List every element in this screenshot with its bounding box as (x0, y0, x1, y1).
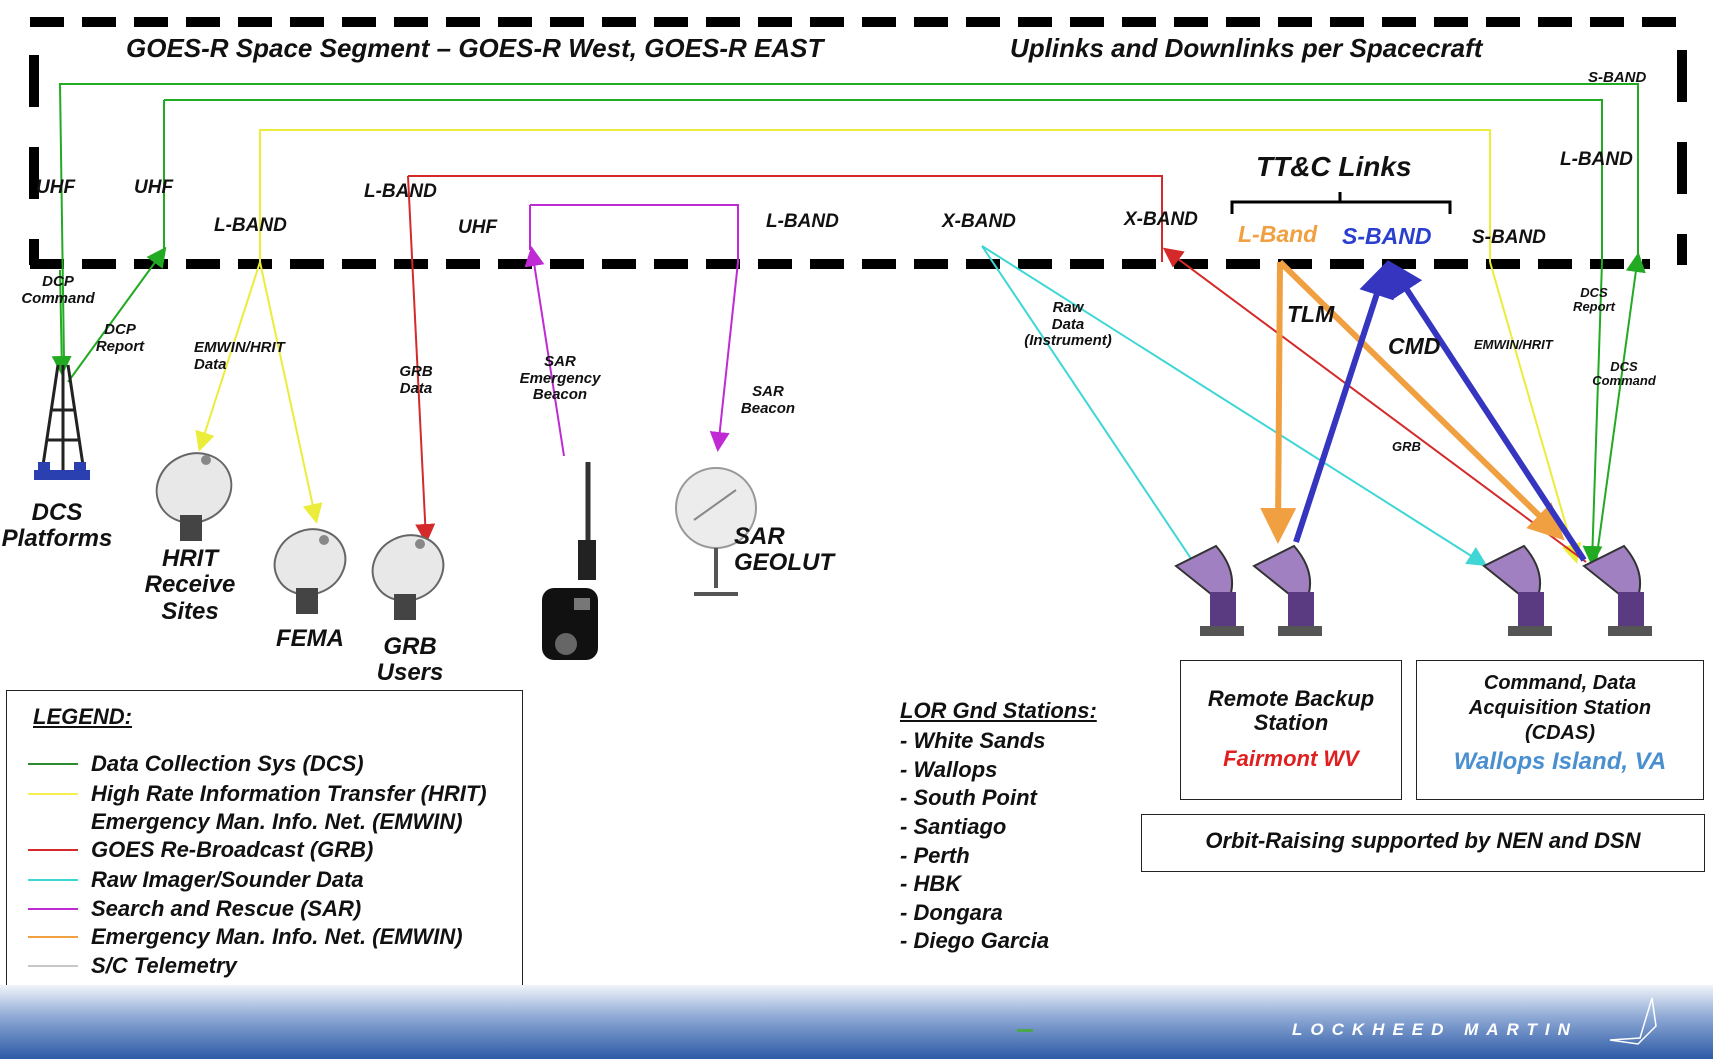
dcp-command-label: DCP Command (21, 273, 95, 307)
legend-label: GOES Re-Broadcast (GRB) (91, 837, 374, 862)
legend-label: Emergency Man. Info. Net. (EMWIN) (91, 809, 463, 834)
sar-beacon-label: SAR Beacon (740, 383, 796, 417)
cdas-title: Command, Data Acquisition Station (CDAS) (1468, 672, 1652, 744)
remote-backup-station-box: Remote Backup Station Fairmont WV (1180, 660, 1402, 800)
orbit-raising-box: Orbit-Raising supported by NEN and DSN (1141, 814, 1705, 872)
grb-dish-icon (371, 534, 445, 620)
uplinks-downlinks-title: Uplinks and Downlinks per Spacecraft (1010, 33, 1483, 63)
emwin-hrit-right-label: EMWIN/HRIT (1474, 337, 1553, 352)
legend-box: LEGEND: Data Collection Sys (DCS) High Ra… (6, 690, 523, 1034)
sband-label-mid: S-BAND (1472, 227, 1546, 248)
lor-item: - South Point (900, 785, 1037, 810)
uhf-label-1: UHF (36, 177, 76, 198)
dcs-command-label: DCS Command (1592, 359, 1656, 389)
grb-data-label: GRB Data (399, 363, 433, 397)
lor-ground-stations: LOR Gnd Stations: - White Sands - Wallop… (898, 698, 1138, 968)
lor-title: LOR Gnd Stations: (900, 698, 1097, 723)
sar-beacon-icon (542, 462, 598, 660)
ttc-lband-label: L-Band (1238, 221, 1318, 247)
sar-links (524, 204, 739, 457)
legend-swatch (28, 793, 78, 795)
dcp-report-label: DCP Report (95, 321, 145, 355)
lockheed-martin-logo: LOCKHEED MARTIN (1292, 1020, 1578, 1039)
grb-links (407, 175, 1587, 563)
lband-label-right: L-BAND (1560, 149, 1633, 170)
dcs-links (51, 83, 1646, 566)
legend-swatch (28, 879, 78, 881)
legend-swatch (28, 908, 78, 910)
legend-swatch (28, 965, 78, 967)
lor-item: - HBK (900, 871, 962, 896)
raw-data-links (981, 245, 1488, 582)
uhf-label-3: UHF (458, 217, 498, 238)
sar-geolut-label: SAR GEOLUT (734, 523, 834, 577)
ground-dish-4-icon (1582, 544, 1652, 636)
legend-swatch (28, 763, 78, 765)
legend-label: S/C Telemetry (91, 953, 237, 978)
legend-label: Raw Imager/Sounder Data (91, 867, 364, 892)
ttc-links-title: TT&C Links (1256, 151, 1412, 182)
hrit-dish-icon (155, 452, 233, 541)
footer-mark (1017, 1029, 1033, 1032)
legend-label: Search and Rescue (SAR) (91, 896, 362, 921)
lockheed-star-icon (1609, 997, 1657, 1045)
space-segment-title: GOES-R Space Segment – GOES-R West, GOES… (126, 33, 824, 63)
ground-dish-2-icon (1252, 544, 1322, 636)
dcs-report-label: DCS Report (1573, 285, 1615, 315)
fema-label: FEMA (276, 625, 344, 652)
fema-dish-icon (273, 528, 347, 614)
remote-backup-title: Remote Backup Station (1207, 686, 1375, 736)
ground-dish-1-icon (1174, 544, 1244, 636)
dcs-platform-icon (34, 364, 90, 480)
cmd-label: CMD (1388, 333, 1441, 359)
uhf-label-2: UHF (134, 177, 174, 198)
hrit-receive-sites-label: HRIT Receive Sites (144, 545, 236, 625)
sband-label-top: S-BAND (1588, 69, 1647, 86)
lor-item: - Diego Garcia (900, 928, 1050, 953)
cdas-location: Wallops Island, VA (1453, 748, 1667, 775)
legend-swatch (28, 936, 78, 938)
xband-label-2: X-BAND (1124, 209, 1198, 230)
dcs-platforms-label: DCS Platforms (1, 499, 113, 553)
grb-users-label: GRB Users (376, 633, 444, 687)
sar-emergency-beacon-label: SAR Emergency Beacon (519, 353, 601, 403)
lor-item: - Perth (900, 843, 970, 868)
ttc-sband-label: S-BAND (1342, 223, 1432, 249)
ground-dish-3-icon (1482, 544, 1552, 636)
sar-geolut-icon (675, 467, 757, 596)
tlm-label: TLM (1287, 301, 1335, 327)
legend-swatch (28, 821, 78, 823)
lband-label-1: L-BAND (214, 215, 287, 236)
lor-item: - Dongara (900, 900, 1003, 925)
raw-data-label: Raw Data (Instrument) (1024, 299, 1112, 349)
legend-label: Data Collection Sys (DCS) (91, 751, 364, 776)
legend-label: High Rate Information Transfer (HRIT) (91, 781, 487, 806)
legend-label: Emergency Man. Info. Net. (EMWIN) (91, 924, 463, 949)
cdas-station-box: Command, Data Acquisition Station (CDAS)… (1416, 660, 1704, 800)
emwin-hrit-data-label: EMWIN/HRIT Data (194, 339, 285, 373)
legend-title: LEGEND: (33, 704, 132, 729)
legend-swatch (28, 849, 78, 851)
footer-bar (0, 985, 1713, 1059)
remote-backup-location: Fairmont WV (1223, 746, 1359, 771)
space-segment-boundary (29, 17, 1690, 269)
lor-item: - White Sands (900, 728, 1046, 753)
lor-item: - Wallops (900, 757, 998, 782)
xband-label-1: X-BAND (942, 211, 1016, 232)
lband-label-3: L-BAND (766, 211, 839, 232)
ttc-links (1230, 192, 1587, 562)
grb-right-label: GRB (1392, 439, 1421, 454)
lband-label-2: L-BAND (364, 181, 437, 202)
lor-item: - Santiago (900, 814, 1007, 839)
orbit-raising-text: Orbit-Raising supported by NEN and DSN (1205, 828, 1641, 853)
